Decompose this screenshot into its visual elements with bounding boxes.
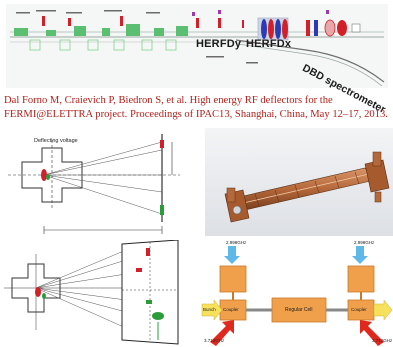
deflector-geometry-diagram: Deflecting voltage xyxy=(0,130,195,235)
label-source-top-left: 2.998GHz xyxy=(226,240,246,245)
upper-left-block xyxy=(220,266,246,292)
rf-power-network-svg xyxy=(200,240,393,347)
label-feed-left: 3.712GHz xyxy=(204,338,224,343)
label-regular-cell: Regular Cell xyxy=(285,307,313,313)
arrow-blue-left xyxy=(224,246,240,264)
label-feed-right: 3.712GHz xyxy=(372,338,392,343)
rf-power-network-diagram: 2.998GHz 2.998GHz Bunch Coupler Coupler … xyxy=(200,240,393,347)
label-coupler-right: Coupler xyxy=(351,307,367,312)
orthogonal-deflection-svg xyxy=(0,240,195,347)
label-coupler-left: Coupler xyxy=(223,307,239,312)
label-herfdy: HERFDy xyxy=(196,38,241,50)
deflector-structure-svg xyxy=(205,128,393,236)
deflector-geometry-svg xyxy=(0,130,195,235)
label-source-top-right: 2.998GHz xyxy=(354,240,374,245)
label-herfdx: HERFDx xyxy=(246,38,291,50)
label-bunch: Bunch xyxy=(203,307,216,312)
orthogonal-deflection-diagram xyxy=(0,240,195,347)
citation-text: Dal Forno M, Craievich P, Biedron S, et … xyxy=(4,94,392,122)
beamline-layout: HERFDy HERFDx DBD spectrometer xyxy=(6,4,388,88)
deflector-structure-render xyxy=(205,128,393,236)
arrow-blue-right xyxy=(352,246,368,264)
arrow-yellow-out xyxy=(374,300,392,320)
label-deflecting-voltage: Deflecting voltage xyxy=(34,138,78,144)
upper-right-block xyxy=(348,266,374,292)
